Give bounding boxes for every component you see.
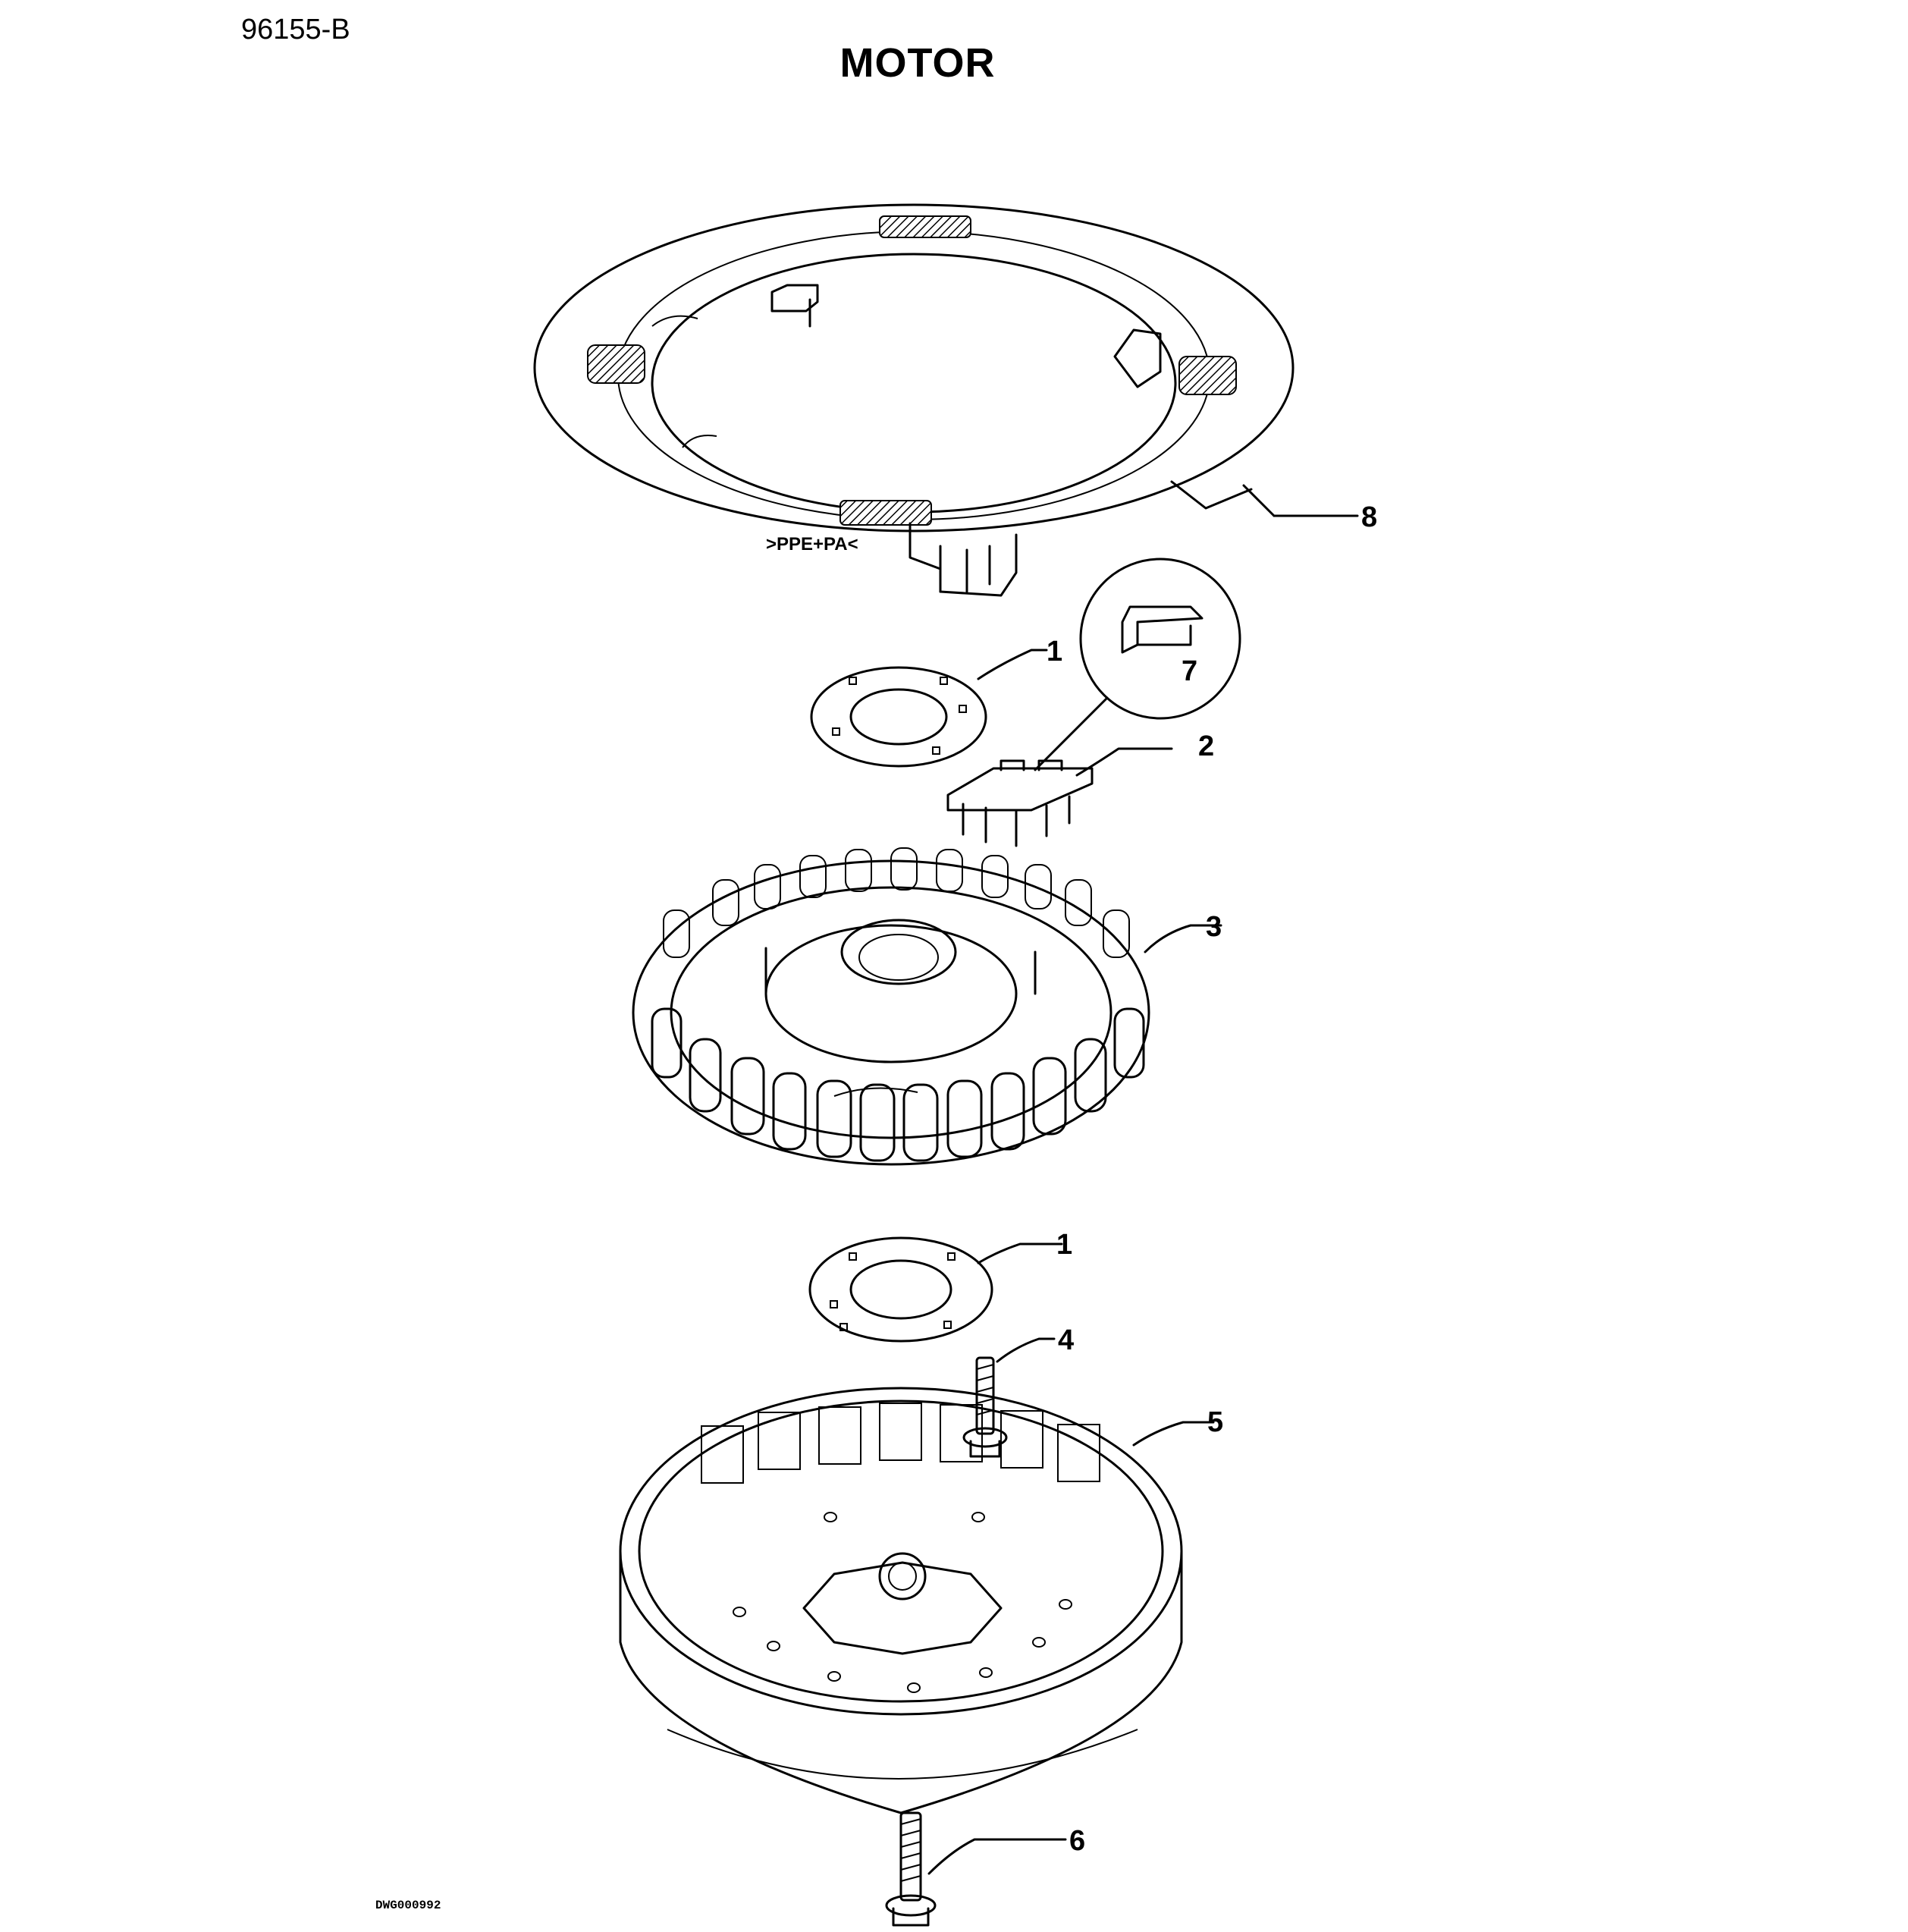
shroud-material-marking: >PPE+PA< bbox=[766, 534, 858, 554]
part-shim-bottom[interactable] bbox=[808, 1236, 993, 1343]
leader-line-1-top bbox=[977, 649, 1048, 680]
diagram-title: MOTOR bbox=[839, 40, 996, 86]
document-number: 96155-B bbox=[241, 14, 350, 46]
callout-5: 5 bbox=[1207, 1406, 1223, 1438]
callout-3: 3 bbox=[1206, 911, 1222, 943]
part-bolt-upper[interactable] bbox=[962, 1356, 1008, 1458]
part-shim-top[interactable] bbox=[810, 666, 987, 768]
leader-line-1-bottom bbox=[977, 1242, 1063, 1264]
drawing-code: DWG000992 bbox=[375, 1899, 441, 1912]
leader-line-8 bbox=[1242, 484, 1276, 517]
leader-line-3 bbox=[1144, 924, 1222, 953]
part-rotor[interactable] bbox=[619, 1387, 1183, 1814]
callout-7: 7 bbox=[1182, 655, 1197, 687]
part-shroud-ring[interactable]: >PPE+PA< bbox=[533, 203, 1294, 597]
part-bolt-lower[interactable] bbox=[885, 1811, 937, 1927]
callout-1-top: 1 bbox=[1047, 636, 1062, 668]
callout-4: 4 bbox=[1058, 1324, 1074, 1356]
leader-line-2 bbox=[1075, 747, 1173, 777]
callout-1-bottom: 1 bbox=[1056, 1229, 1072, 1261]
leader-line-6 bbox=[927, 1838, 1067, 1875]
leader-line-7 bbox=[1034, 696, 1109, 771]
part-clip-detail[interactable] bbox=[1079, 558, 1241, 720]
part-hall-sensor[interactable] bbox=[946, 759, 1094, 847]
part-stator[interactable] bbox=[632, 847, 1150, 1166]
callout-8: 8 bbox=[1361, 501, 1377, 533]
leader-line-4 bbox=[996, 1337, 1056, 1363]
callout-2: 2 bbox=[1198, 730, 1214, 762]
callout-6: 6 bbox=[1069, 1825, 1085, 1857]
leader-line-5 bbox=[1132, 1421, 1215, 1447]
